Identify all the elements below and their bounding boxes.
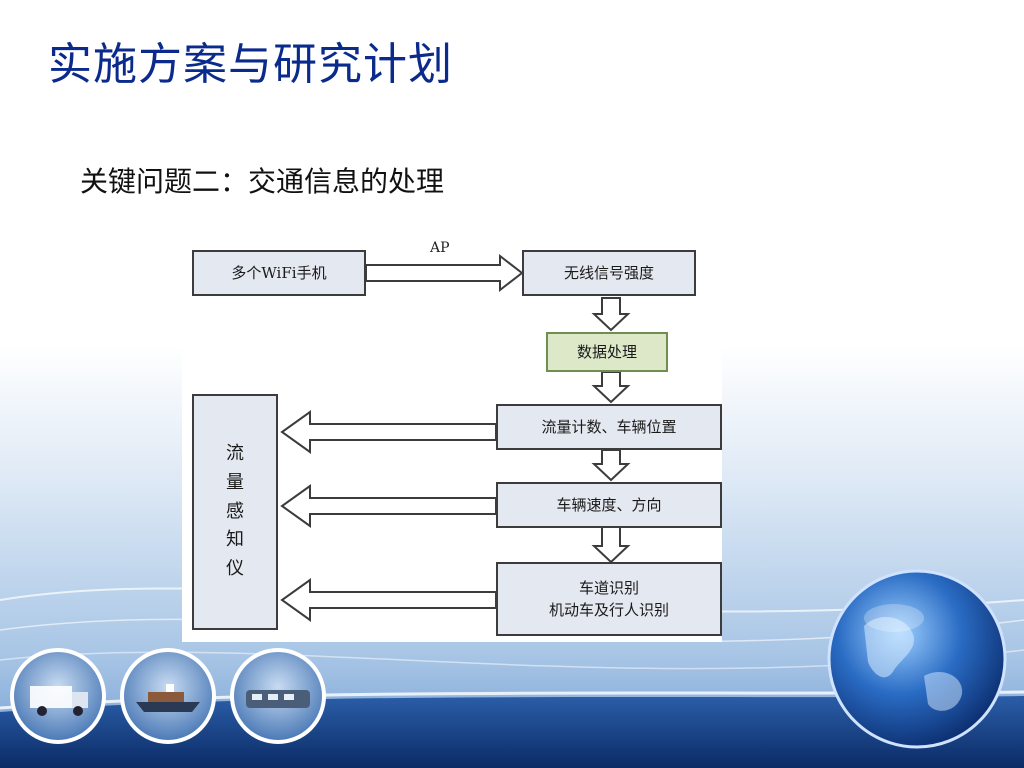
arrow-down-2 bbox=[591, 371, 631, 404]
node-wifi-phones: 多个WiFi手机 bbox=[192, 250, 366, 296]
slide-subtitle: 关键问题二：交通信息的处理 bbox=[80, 165, 445, 198]
flow-diagram: AP 多个WiFi手机 无线信号强度 数据处理 流量计数、车辆位置 车辆速度、方… bbox=[182, 236, 722, 642]
truck-icon bbox=[10, 648, 106, 744]
lane-line-2: 机动车及行人识别 bbox=[548, 601, 669, 619]
sensor-char: 感 bbox=[226, 500, 244, 522]
diagram-arrows bbox=[280, 253, 631, 622]
ship-icon bbox=[120, 648, 216, 744]
sensor-char: 流 bbox=[226, 443, 244, 464]
arrow-right-ap bbox=[365, 253, 524, 293]
node-data-processing: 数据处理 bbox=[546, 332, 668, 372]
ap-label: AP bbox=[430, 240, 450, 256]
node-lane-recognition: 车道识别 机动车及行人识别 bbox=[496, 562, 722, 636]
sensor-char: 知 bbox=[226, 529, 244, 551]
arrow-left-1 bbox=[280, 410, 497, 454]
globe-icon bbox=[827, 569, 1007, 749]
arrow-down-1 bbox=[591, 297, 631, 332]
arrow-left-2 bbox=[280, 484, 497, 528]
arrow-down-3 bbox=[591, 449, 631, 482]
arrow-left-3 bbox=[280, 578, 497, 622]
arrow-down-4 bbox=[591, 525, 631, 564]
train-icon bbox=[230, 648, 326, 744]
node-speed-direction: 车辆速度、方向 bbox=[496, 482, 722, 528]
node-flow-sensor: 流 量 感 知 仪 bbox=[192, 394, 278, 630]
node-flow-count: 流量计数、车辆位置 bbox=[496, 404, 722, 450]
lane-line-1: 车道识别 bbox=[578, 578, 639, 597]
slide-title: 实施方案与研究计划 bbox=[48, 39, 453, 90]
sensor-char: 量 bbox=[226, 471, 244, 493]
sensor-char: 仪 bbox=[226, 558, 244, 580]
node-signal-strength: 无线信号强度 bbox=[522, 250, 696, 296]
